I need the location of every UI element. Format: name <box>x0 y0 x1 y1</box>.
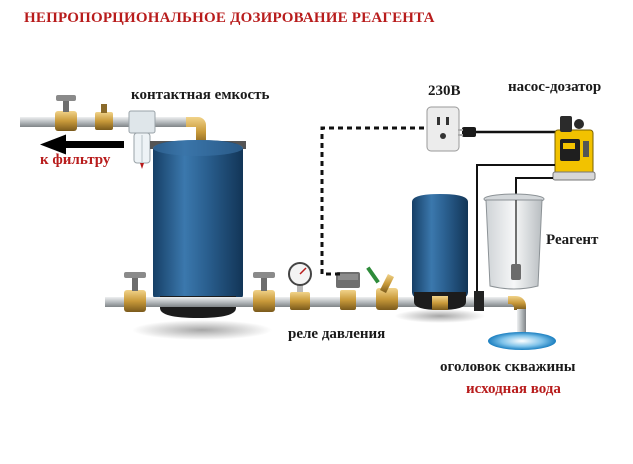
contact-tank <box>150 140 246 318</box>
dosing-line <box>476 164 555 291</box>
well-water <box>488 332 556 350</box>
bottom-left-valve <box>124 272 146 312</box>
pressure-relay-label: реле давления <box>288 326 386 342</box>
pressure-gauge <box>288 262 312 310</box>
top-pipe-elbow <box>186 117 206 147</box>
injection-fitting <box>474 291 484 311</box>
bottom-mid-valve <box>253 272 275 312</box>
top-ball-valve <box>55 95 77 131</box>
well-head-label: оголовок скважины <box>440 359 576 375</box>
voltage-label: 230В <box>428 83 461 99</box>
well-elbow <box>508 296 526 339</box>
reagent-tank <box>483 193 545 290</box>
hydro-tank <box>412 194 468 310</box>
tank-shadow <box>132 320 272 340</box>
small-tank-shadow <box>395 309 485 323</box>
dosing-pump-label: насос-дозатор <box>508 79 602 95</box>
drain-valve <box>366 266 398 310</box>
top-coupling <box>95 104 113 130</box>
wall-socket <box>426 106 460 152</box>
dosing-pump <box>552 116 596 181</box>
contact-tank-label: контактная емкость <box>131 87 270 103</box>
relay-power-cable <box>320 126 428 276</box>
inline-filter <box>128 110 156 169</box>
diagram-title: НЕПРОПОРЦИОНАЛЬНОЕ ДОЗИРОВАНИЕ РЕАГЕНТА <box>24 10 435 26</box>
reagent-label: Реагент <box>546 232 599 248</box>
to-filter-arrow <box>40 134 124 155</box>
pump-plug <box>458 127 556 137</box>
bottom-pipe <box>105 297 520 307</box>
to-filter-label: к фильтру <box>40 152 111 168</box>
pressure-relay <box>336 272 360 310</box>
source-water-label: исходная вода <box>466 381 561 397</box>
